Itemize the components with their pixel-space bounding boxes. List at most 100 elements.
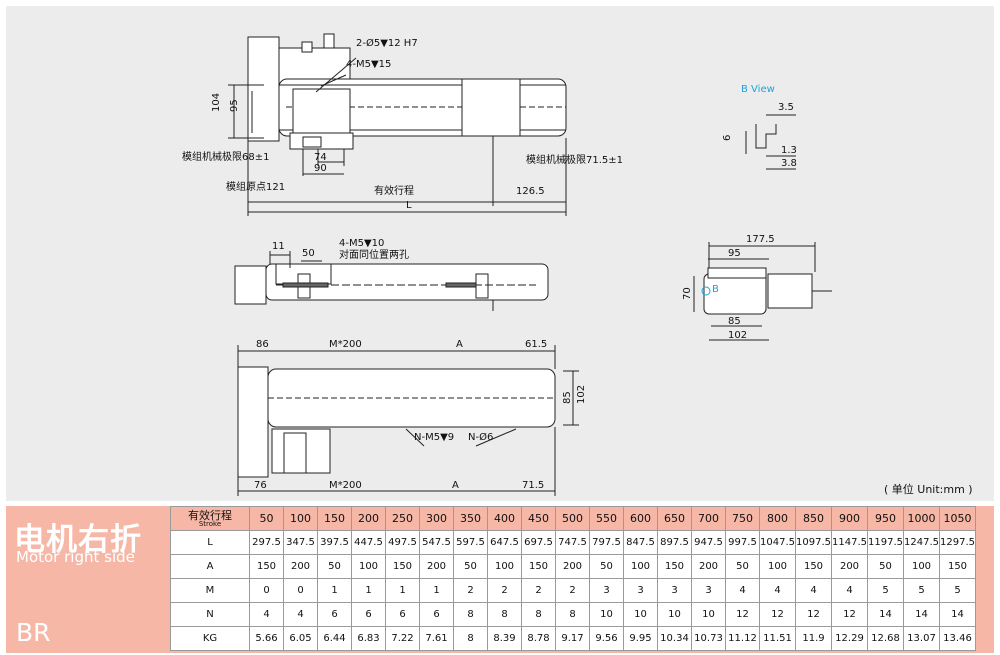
label-bv-3-5: 3.5 [778, 102, 794, 113]
label-plan-71-5: 71.5 [522, 480, 544, 491]
stroke-header: 600 [623, 506, 658, 531]
table-cell: 50 [317, 554, 352, 579]
table-cell: 1097.5 [795, 530, 832, 555]
stroke-header: 200 [351, 506, 386, 531]
table-cell: 5 [939, 578, 976, 603]
stroke-header: 900 [831, 506, 868, 531]
label-bv-1-3: 1.3 [781, 145, 797, 156]
table-cell: 11.9 [795, 626, 832, 651]
table-cell: 347.5 [283, 530, 318, 555]
side-view [234, 251, 549, 311]
stroke-header: 750 [725, 506, 760, 531]
stroke-header: 650 [657, 506, 692, 531]
label-plan-86: 86 [256, 339, 269, 350]
row-label: M [170, 578, 250, 603]
label-side-note: 对面同位置两孔 [339, 248, 409, 261]
stroke-header: 500 [555, 506, 590, 531]
table-cell: 8 [521, 602, 556, 627]
table-cell: 4 [249, 602, 284, 627]
table-cell: 8.39 [487, 626, 522, 651]
technical-drawing: 2-Ø5▼12 H7 4-M5▼15 104 95 模组机械极限68±1 74 … [6, 6, 994, 501]
table-cell: 647.5 [487, 530, 522, 555]
label-plan-m200-bot: M*200 [329, 480, 362, 491]
unit-note: ( 单位 Unit:mm ) [884, 483, 973, 496]
table-cell: 397.5 [317, 530, 352, 555]
table-cell: 150 [657, 554, 692, 579]
label-end-85: 85 [728, 316, 741, 327]
table-cell: 1 [317, 578, 352, 603]
end-view [693, 242, 832, 341]
stroke-header: 50 [249, 506, 284, 531]
table-cell: 150 [521, 554, 556, 579]
table-cell: 6 [317, 602, 352, 627]
stroke-label-cn: 有效行程 [188, 508, 232, 522]
table-cell: 10.34 [657, 626, 692, 651]
label-effective-stroke: 有效行程 [374, 184, 414, 197]
table-cell: 5.66 [249, 626, 284, 651]
plan-view [237, 345, 579, 496]
table-cell: 3 [589, 578, 624, 603]
table-cell: 297.5 [249, 530, 284, 555]
table-cell: 9.56 [589, 626, 624, 651]
table-cell: 1197.5 [867, 530, 904, 555]
stroke-header: 800 [759, 506, 796, 531]
label-hole-spec: 2-Ø5▼12 H7 [356, 37, 418, 49]
table-cell: 6 [385, 602, 420, 627]
stroke-header: 300 [419, 506, 454, 531]
b-view-detail [745, 114, 796, 170]
table-cell: 200 [691, 554, 726, 579]
table-cell: 747.5 [555, 530, 590, 555]
label-end-70: 70 [682, 287, 693, 300]
label-end-102: 102 [728, 330, 747, 341]
stroke-header: 1050 [939, 506, 976, 531]
stroke-label-en: Stroke [198, 519, 222, 528]
label-end-95: 95 [728, 248, 741, 259]
table-cell: 6.05 [283, 626, 318, 651]
table-cell: 497.5 [385, 530, 420, 555]
table-cell: 50 [453, 554, 488, 579]
table-cell: 7.22 [385, 626, 420, 651]
table-cell: 150 [385, 554, 420, 579]
table-cell: 6.44 [317, 626, 352, 651]
table-cell: 947.5 [691, 530, 726, 555]
table-cell: 597.5 [453, 530, 488, 555]
label-mech-limit-left: 模组机械极限68±1 [182, 150, 269, 163]
table-cell: 200 [831, 554, 868, 579]
table-cell: 12 [831, 602, 868, 627]
table-cell: 0 [249, 578, 284, 603]
table-cell: 11.51 [759, 626, 796, 651]
row-label: A [170, 554, 250, 579]
table-cell: 847.5 [623, 530, 658, 555]
table-cell: 100 [487, 554, 522, 579]
table-cell: 797.5 [589, 530, 624, 555]
label-plan-a-top: A [456, 339, 463, 350]
table-cell: 2 [487, 578, 522, 603]
stroke-header: 150 [317, 506, 352, 531]
label-side-50: 50 [302, 248, 315, 259]
table-cell: 1247.5 [903, 530, 940, 555]
table-cell: 13.07 [903, 626, 940, 651]
stroke-header: 700 [691, 506, 726, 531]
table-cell: 10 [589, 602, 624, 627]
label-side-11: 11 [272, 241, 285, 252]
row-label: N [170, 602, 250, 627]
table-cell: 1297.5 [939, 530, 976, 555]
table-cell: 10.73 [691, 626, 726, 651]
table-cell: 547.5 [419, 530, 454, 555]
table-cell: 2 [555, 578, 590, 603]
table-cell: 50 [589, 554, 624, 579]
table-cell: 100 [351, 554, 386, 579]
label-dim-74: 74 [314, 152, 327, 163]
table-cell: 2 [453, 578, 488, 603]
label-bv-6: 6 [722, 135, 733, 141]
table-cell: 4 [283, 602, 318, 627]
table-cell: 200 [419, 554, 454, 579]
table-cell: 100 [759, 554, 796, 579]
table-cell: 50 [867, 554, 904, 579]
stroke-header: 100 [283, 506, 318, 531]
table-cell: 4 [831, 578, 868, 603]
